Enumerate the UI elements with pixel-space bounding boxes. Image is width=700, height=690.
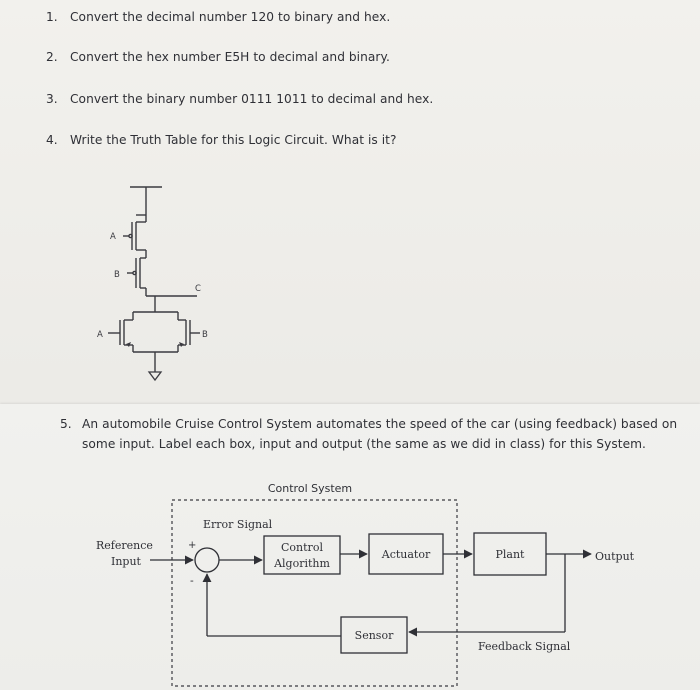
minus-sign: - — [190, 574, 194, 587]
question-1: 1. Convert the decimal number 120 to bina… — [46, 10, 390, 24]
plant-label: Plant — [496, 548, 526, 561]
question-1-number: 1. — [46, 10, 58, 24]
control-system-label: Control System — [268, 482, 352, 495]
ground-icon — [147, 371, 163, 382]
question-2-text: Convert the hex number E5H to decimal an… — [70, 50, 390, 64]
summing-junction — [194, 547, 220, 573]
sensor-box — [340, 616, 408, 654]
question-5-text: An automobile Cruise Control System auto… — [82, 417, 678, 431]
question-2-number: 2. — [46, 50, 58, 64]
question-3-text: Convert the binary number 0111 1011 to d… — [70, 92, 434, 106]
transistor-a-top-bubble — [128, 233, 133, 239]
question-5: 5. An automobile Cruise Control System au… — [60, 417, 677, 431]
question-5-text-line-2: some input. Label each box, input and ou… — [82, 437, 646, 451]
actuator-label: Actuator — [381, 548, 431, 561]
lower-page-section — [0, 404, 700, 690]
question-3: 3. Convert the binary number 0111 1011 to… — [46, 92, 433, 106]
feedback-signal-label: Feedback Signal — [478, 640, 571, 653]
plus-sign: + — [188, 540, 196, 551]
arrow-icon — [179, 342, 184, 347]
input-b-top-label: B — [114, 270, 120, 280]
control-algorithm-box — [263, 535, 341, 575]
control-system-boundary — [171, 499, 458, 687]
input-b-bottom-label: B — [202, 330, 208, 340]
reference-input-label-line-2: Input — [111, 555, 142, 568]
control-algorithm-label-line-1: Control — [281, 541, 323, 554]
question-1-text: Convert the decimal number 120 to binary… — [70, 10, 391, 24]
input-a-bottom-label: A — [97, 330, 103, 340]
output-label: Output — [595, 550, 635, 563]
reference-input-label-line-1: Reference — [96, 539, 153, 552]
question-4-number: 4. — [46, 133, 58, 147]
question-5-number: 5. — [60, 417, 72, 431]
question-4-text: Write the Truth Table for this Logic Cir… — [70, 133, 397, 147]
error-signal-label: Error Signal — [203, 518, 273, 531]
question-3-number: 3. — [46, 92, 58, 106]
control-algorithm-label-line-2: Algorithm — [273, 557, 330, 570]
question-5-line-2: some input. Label each box, input and ou… — [82, 437, 646, 451]
question-4: 4. Write the Truth Table for this Logic C… — [46, 133, 397, 147]
output-c-label: C — [195, 284, 201, 294]
transistor-b-top-bubble — [132, 270, 137, 276]
sensor-label: Sensor — [355, 629, 394, 642]
question-2: 2. Convert the hex number E5H to decimal … — [46, 50, 390, 64]
input-a-top-label: A — [110, 232, 116, 242]
arrow-icon — [126, 342, 131, 347]
